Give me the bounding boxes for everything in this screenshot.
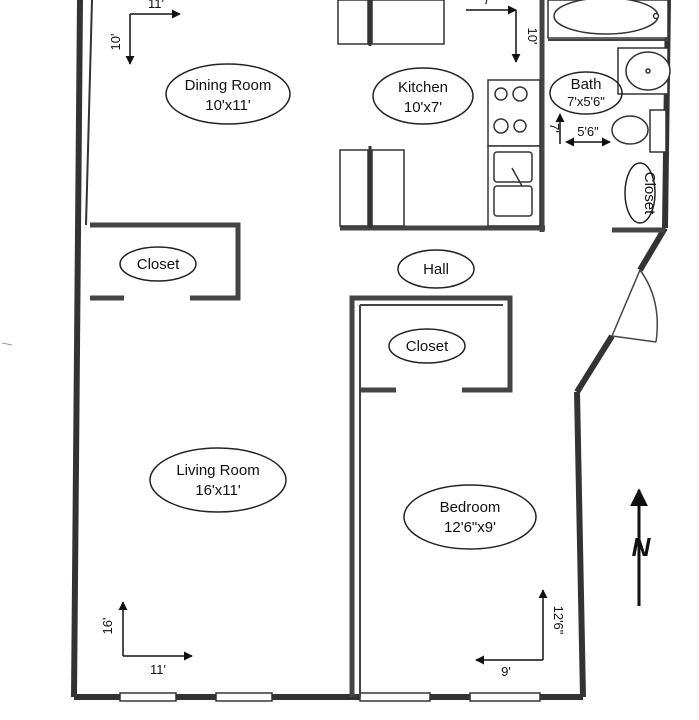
- bedroom-oval: [403, 484, 537, 550]
- upper-cabinet-right: [371, 0, 445, 45]
- wall-left: [71, 0, 83, 698]
- living-room-size: 16'x11': [195, 482, 241, 499]
- sink-faucet: [511, 167, 523, 187]
- kitchen-height-label: 10': [525, 28, 540, 45]
- north-arrow-letter: N: [632, 532, 652, 562]
- wall-right-diagonal: [574, 334, 615, 394]
- bath-sink-drain: [645, 68, 651, 74]
- sink-basin-bottom: [493, 185, 533, 217]
- kitchen-fixtures: [337, 0, 541, 228]
- kitchen-size: 10'x7': [404, 99, 442, 116]
- kitchen-oval: [372, 67, 474, 125]
- window-2: [215, 692, 273, 702]
- burner-4: [513, 119, 527, 133]
- living-closet-label: Closet: [137, 256, 180, 273]
- dining-room-size: 10'x11': [205, 97, 251, 114]
- bath-width-label: 5'6": [577, 124, 599, 139]
- room-labels: [119, 63, 656, 550]
- bedroom-size: 12'6"x9': [444, 519, 496, 536]
- bath-name: Bath: [571, 76, 602, 93]
- bath-height-label: 7': [547, 123, 562, 133]
- wall-left-inner: [85, 0, 93, 226]
- bath-closet-label: Closet: [641, 172, 658, 215]
- dining-room-name: Dining Room: [185, 77, 272, 94]
- dimension-arrows: [118, 5, 611, 665]
- dining-height-label: 10': [108, 34, 123, 51]
- kitchen-width-label: 7': [483, 0, 493, 7]
- bathtub-basin: [553, 0, 659, 35]
- hall-label: Hall: [423, 261, 449, 278]
- kitchen-name: Kitchen: [398, 79, 448, 96]
- bedroom-height-label: 12'6": [551, 606, 566, 635]
- living-height-label: 16': [100, 618, 115, 635]
- window-4: [469, 692, 541, 702]
- toilet-tank: [649, 109, 667, 153]
- windows: [119, 692, 541, 702]
- bath-size: 7'x5'6": [567, 94, 605, 109]
- bathtub-drain: [652, 12, 660, 20]
- bath-closet-oval: [624, 162, 656, 224]
- sink-basin-top: [493, 151, 533, 183]
- living-room-oval: [149, 447, 287, 513]
- edge-mark: [1, 342, 13, 346]
- hall-oval: [397, 249, 475, 289]
- lower-cabinet-right: [371, 149, 405, 227]
- interior-walls: [90, 0, 668, 697]
- wall-right-upper: [637, 226, 668, 272]
- bath-fixtures: [547, 0, 671, 153]
- entry-door-leaf: [611, 269, 641, 337]
- living-closet-oval: [119, 246, 197, 282]
- living-room-name: Living Room: [176, 462, 259, 479]
- window-3: [359, 692, 431, 702]
- window-1: [119, 692, 177, 702]
- entry-door-stop: [611, 335, 657, 343]
- burner-1: [494, 87, 508, 101]
- bedroom-closet-oval: [388, 328, 466, 364]
- north-arrow: N: [630, 488, 652, 606]
- bedroom-closet-label: Closet: [406, 338, 449, 355]
- dining-width-label: 11': [148, 0, 164, 11]
- lower-cabinet-left: [339, 149, 369, 227]
- bedroom-width-label: 9': [501, 664, 511, 679]
- entry-door-swing: [639, 269, 659, 343]
- living-closet-wall: [90, 222, 241, 301]
- entry-door: [611, 269, 659, 343]
- upper-cabinet-left: [337, 0, 369, 45]
- bath-oval: [549, 71, 623, 115]
- burner-2: [512, 86, 528, 102]
- living-width-label: 11': [150, 662, 166, 677]
- burner-3: [493, 118, 509, 134]
- bedroom-closet-wall: [349, 295, 513, 697]
- dining-room-oval: [165, 63, 291, 125]
- wall-right-lower: [574, 391, 586, 698]
- bedroom-name: Bedroom: [440, 499, 501, 516]
- toilet-bowl: [611, 115, 649, 145]
